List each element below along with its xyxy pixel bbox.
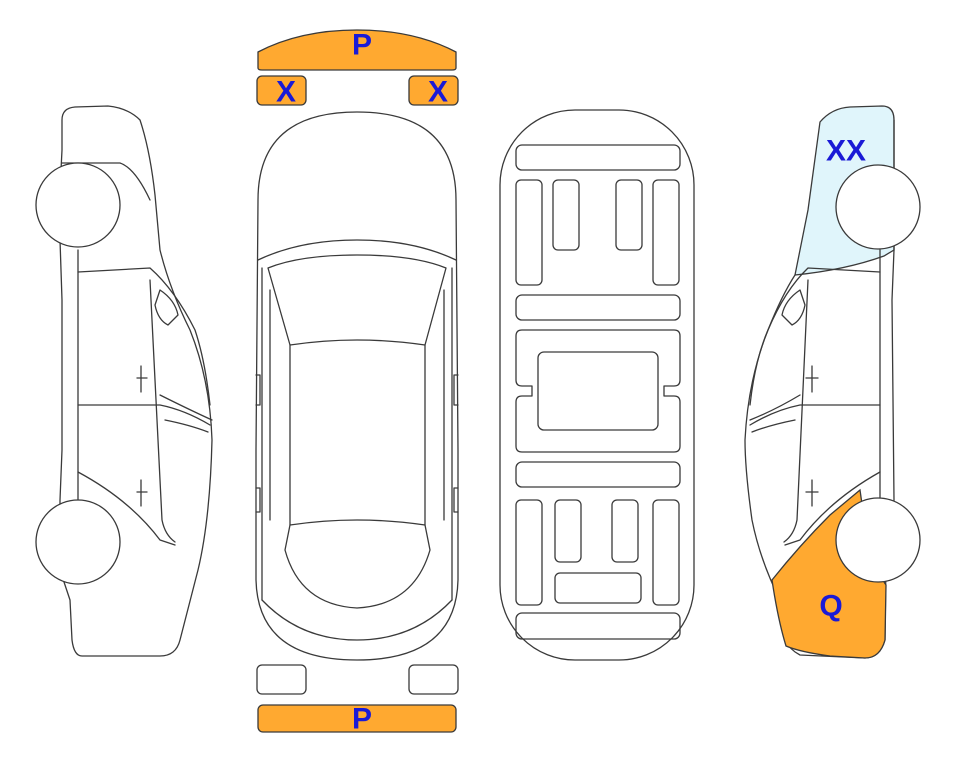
top-view <box>255 29 459 733</box>
top-view-rear-window <box>284 524 431 609</box>
right-side-window-upper <box>749 267 881 406</box>
right-side-view <box>744 105 921 659</box>
underbody-front-right-rail <box>652 179 680 286</box>
top-view-right-side-line <box>443 267 453 601</box>
underbody-floor-center <box>537 351 659 431</box>
underbody-rear-left-box <box>554 499 582 563</box>
left-side-beltline <box>77 471 176 546</box>
right-side-rear-handle <box>805 479 819 507</box>
right-side-a-pillar <box>781 289 806 326</box>
left-side-front-wheel <box>35 162 121 248</box>
left-side-a-pillar <box>154 289 179 326</box>
left-side-roofline <box>61 162 151 201</box>
underbody-front-left-box <box>552 179 580 251</box>
left-side-body <box>59 105 213 657</box>
top-view-right-mirror-rear <box>453 487 459 513</box>
right-side-front-wheel <box>835 164 921 250</box>
front-left-corner-panel <box>256 75 307 106</box>
right-side-rear-wheel <box>835 497 921 583</box>
underbody-front-crossmember <box>515 144 681 171</box>
front-bumper-panel <box>257 29 457 71</box>
right-side-mirror <box>749 394 801 433</box>
underbody-view <box>499 109 695 661</box>
underbody-rear-crossmember <box>515 461 681 488</box>
front-right-corner-panel <box>408 75 459 106</box>
underbody-rear-crossmember-bottom <box>515 612 681 640</box>
underbody-rear-right-rail <box>652 499 680 606</box>
left-side-rear-wheel <box>35 499 121 585</box>
marker-right-side-front: XX <box>826 135 866 168</box>
marker-right-side-rear: Q <box>819 590 842 623</box>
underbody-rear-right-box <box>611 499 639 563</box>
top-view-body <box>255 111 459 661</box>
top-view-trunk-line <box>261 599 453 641</box>
top-view-left-mirror <box>255 374 261 406</box>
underbody-rear-left-rail <box>515 499 543 606</box>
top-view-right-mirror <box>453 374 459 406</box>
right-side-beltline <box>784 471 881 546</box>
top-view-hood-line <box>257 239 457 261</box>
left-side-window-upper <box>77 267 211 406</box>
left-side-view <box>35 105 213 657</box>
right-side-door-seam <box>783 279 809 543</box>
rear-left-corner-panel <box>256 664 307 695</box>
left-side-window-lower <box>77 404 211 426</box>
marker-front-left-corner: X <box>276 76 296 109</box>
left-side-door-seam <box>149 279 176 543</box>
marker-rear-bumper: P <box>352 703 372 736</box>
underbody-front-right-box <box>615 179 643 251</box>
top-view-left-side-line <box>261 267 271 601</box>
left-side-mirror <box>159 394 213 433</box>
underbody-floor-frame <box>515 329 681 453</box>
top-view-roof <box>289 344 426 526</box>
top-view-windshield <box>267 254 447 346</box>
underbody-mid-crossmember <box>515 294 681 321</box>
right-side-window-lower <box>749 404 881 426</box>
rear-bumper-panel <box>257 704 457 733</box>
underbody-rear-center-box <box>554 572 642 604</box>
left-side-front-handle <box>136 365 148 393</box>
marker-front-right-corner: X <box>428 76 448 109</box>
underbody-front-left-rail <box>515 179 543 286</box>
left-side-rear-handle <box>136 479 148 507</box>
top-view-left-mirror-rear <box>255 487 261 513</box>
rear-right-corner-panel <box>408 664 459 695</box>
marker-front-bumper: P <box>352 29 372 62</box>
right-side-front-handle <box>805 365 819 393</box>
underbody-outline <box>499 109 695 661</box>
